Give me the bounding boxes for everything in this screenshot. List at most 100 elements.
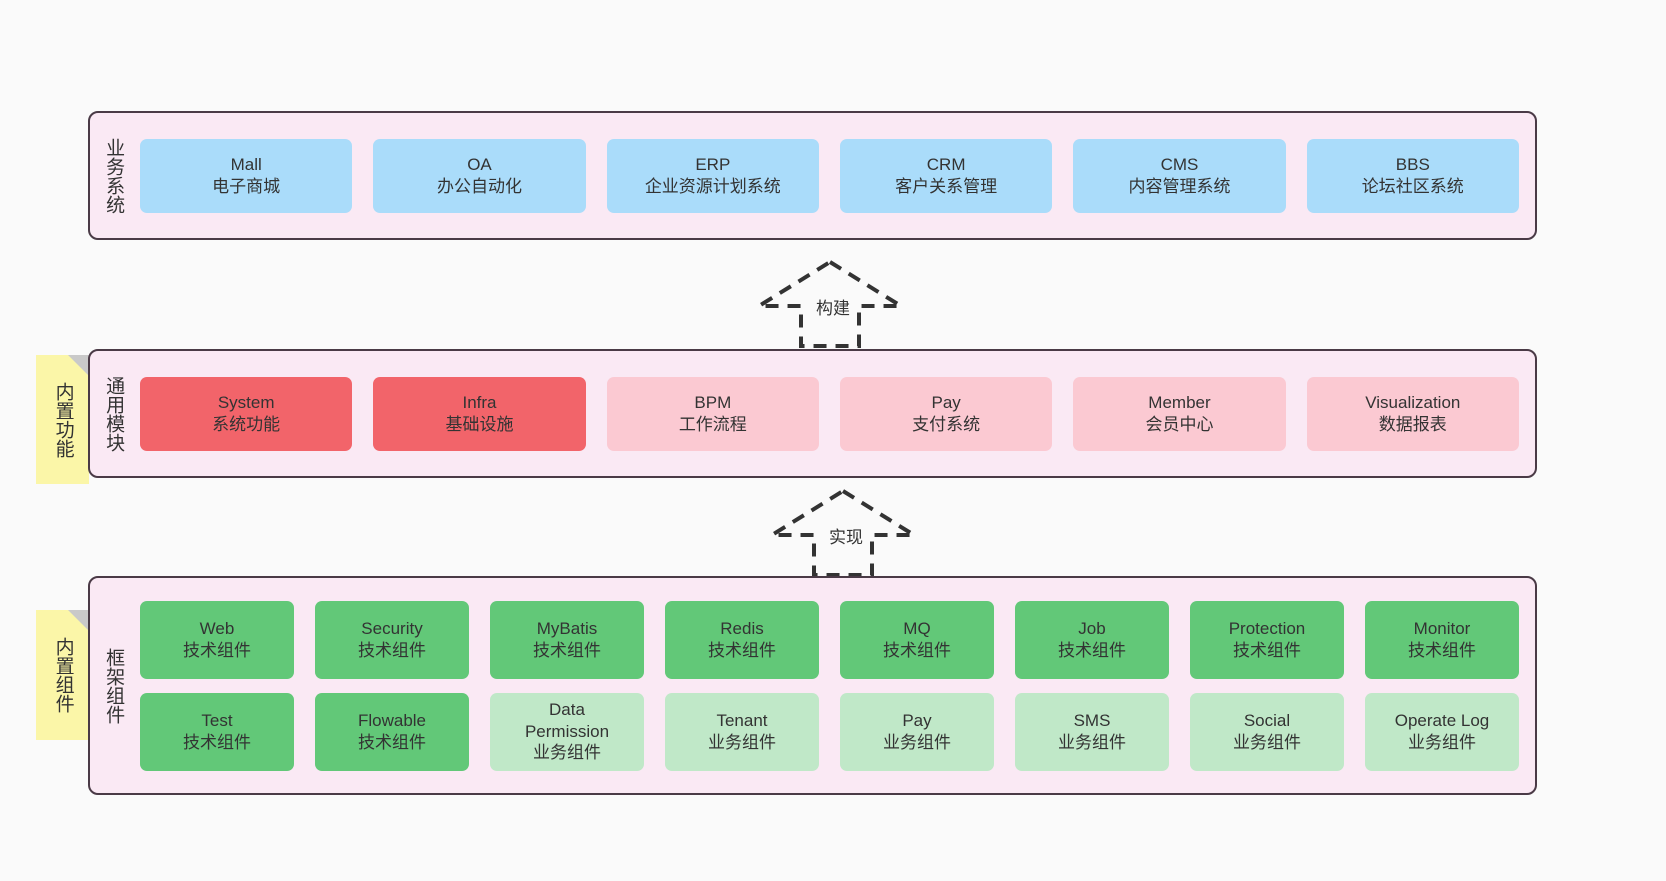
card-system[interactable]: System 系统功能 <box>140 376 353 451</box>
card-title: Mall <box>230 155 262 175</box>
card-erp[interactable]: ERP 企业资源计划系统 <box>606 138 819 213</box>
card-pay-business[interactable]: Pay 业务组件 <box>840 692 994 771</box>
card-row: Test 技术组件 Flowable 技术组件 Data Permission … <box>140 692 1519 771</box>
card-subtitle: 企业资源计划系统 <box>644 176 781 196</box>
card-subtitle: 技术组件 <box>183 732 251 752</box>
fold-corner-icon <box>68 610 89 631</box>
card-subtitle: 技术组件 <box>1408 640 1476 660</box>
card-title: Infra <box>462 393 497 413</box>
card-title: Web <box>199 619 235 639</box>
layer-common-modules: 通用模块 System 系统功能 Infra 基础设施 BPM 工作流程 Pay… <box>88 349 1537 478</box>
card-member[interactable]: Member 会员中心 <box>1073 376 1286 451</box>
note-builtin-features: 内置功能 <box>36 355 89 484</box>
card-subtitle: 数据报表 <box>1378 414 1447 434</box>
card-subtitle: 会员中心 <box>1145 414 1214 434</box>
layer-title-framework: 框架组件 <box>103 647 125 724</box>
card-mall[interactable]: Mall 电子商城 <box>140 138 353 213</box>
card-row: Web 技术组件 Security 技术组件 MyBatis 技术组件 Redi… <box>140 600 1519 679</box>
connector-build-arrow: 构建 <box>755 258 905 348</box>
layer-title-business: 业务系统 <box>103 137 125 214</box>
card-subtitle: 业务组件 <box>533 743 601 763</box>
card-title: Monitor <box>1413 619 1471 639</box>
card-subtitle: 支付系统 <box>912 414 981 434</box>
card-subtitle: 技术组件 <box>708 640 776 660</box>
card-bbs[interactable]: BBS 论坛社区系统 <box>1306 138 1519 213</box>
card-tenant[interactable]: Tenant 业务组件 <box>665 692 819 771</box>
card-pay[interactable]: Pay 支付系统 <box>839 376 1053 451</box>
card-title: Security <box>361 619 423 639</box>
card-oa[interactable]: OA 办公自动化 <box>373 138 586 213</box>
card-test[interactable]: Test 技术组件 <box>140 692 294 771</box>
card-title: Social <box>1243 711 1291 731</box>
card-flowable[interactable]: Flowable 技术组件 <box>315 692 469 771</box>
card-subtitle: 基础设施 <box>445 414 514 434</box>
card-title: Visualization <box>1365 393 1461 413</box>
card-subtitle: 内容管理系统 <box>1128 176 1231 196</box>
card-redis[interactable]: Redis 技术组件 <box>665 600 819 679</box>
card-subtitle: 技术组件 <box>183 640 251 660</box>
layer-body-common: System 系统功能 Infra 基础设施 BPM 工作流程 Pay 支付系统… <box>136 351 1535 476</box>
card-title: MQ <box>903 619 931 639</box>
card-monitor[interactable]: Monitor 技术组件 <box>1365 600 1519 679</box>
card-subtitle: 业务组件 <box>1058 732 1126 752</box>
card-title: BBS <box>1395 155 1430 175</box>
card-infra[interactable]: Infra 基础设施 <box>373 376 586 451</box>
card-protection[interactable]: Protection 技术组件 <box>1190 600 1344 679</box>
card-title: OA <box>467 155 492 175</box>
card-title: Member <box>1148 393 1211 413</box>
card-operate-log[interactable]: Operate Log 业务组件 <box>1365 692 1519 771</box>
layer-title-common: 通用模块 <box>103 375 125 452</box>
card-title: Operate Log <box>1394 711 1490 731</box>
card-subtitle: 论坛社区系统 <box>1361 176 1464 196</box>
note-builtin-components: 内置组件 <box>36 610 89 740</box>
card-job[interactable]: Job 技术组件 <box>1015 600 1169 679</box>
card-title: Flowable <box>357 711 427 731</box>
card-data-permission[interactable]: Data Permission 业务组件 <box>490 692 644 771</box>
note-label: 内置组件 <box>52 637 74 713</box>
layer-framework-components: 框架组件 Web 技术组件 Security 技术组件 MyBatis 技术组件… <box>88 576 1537 795</box>
connector-implement-arrow: 实现 <box>768 487 918 577</box>
card-subtitle: 业务组件 <box>708 732 776 752</box>
card-title: System <box>217 393 275 413</box>
card-subtitle: 技术组件 <box>533 640 601 660</box>
connector-implement-label: 实现 <box>827 523 865 548</box>
card-mq[interactable]: MQ 技术组件 <box>840 600 994 679</box>
card-subtitle: 客户关系管理 <box>895 176 998 196</box>
card-subtitle: 办公自动化 <box>436 176 522 196</box>
card-title: CRM <box>926 155 966 175</box>
card-cms[interactable]: CMS 内容管理系统 <box>1073 138 1286 213</box>
card-title-line2: Permission <box>524 721 610 741</box>
card-title: Data <box>549 700 585 720</box>
card-title: MyBatis <box>536 619 598 639</box>
card-title: Pay <box>902 711 932 731</box>
card-subtitle: 技术组件 <box>358 732 426 752</box>
card-security[interactable]: Security 技术组件 <box>315 600 469 679</box>
connector-build-label: 构建 <box>814 294 852 319</box>
card-social[interactable]: Social 业务组件 <box>1190 692 1344 771</box>
card-title: CMS <box>1160 155 1199 175</box>
card-web[interactable]: Web 技术组件 <box>140 600 294 679</box>
fold-corner-icon <box>68 355 89 376</box>
note-label: 内置功能 <box>52 381 74 458</box>
card-row: System 系统功能 Infra 基础设施 BPM 工作流程 Pay 支付系统… <box>140 376 1519 451</box>
card-subtitle: 系统功能 <box>212 414 281 434</box>
card-subtitle: 技术组件 <box>358 640 426 660</box>
card-mybatis[interactable]: MyBatis 技术组件 <box>490 600 644 679</box>
card-title: ERP <box>695 155 731 175</box>
card-visualization[interactable]: Visualization 数据报表 <box>1306 376 1519 451</box>
card-subtitle: 业务组件 <box>1408 732 1476 752</box>
card-title: BPM <box>694 393 732 413</box>
card-subtitle: 工作流程 <box>678 414 747 434</box>
card-row: Mall 电子商城 OA 办公自动化 ERP 企业资源计划系统 CRM 客户关系… <box>140 138 1519 213</box>
card-crm[interactable]: CRM 客户关系管理 <box>839 138 1053 213</box>
card-title: Job <box>1078 619 1106 639</box>
card-title: Pay <box>931 393 961 413</box>
card-title: Protection <box>1228 619 1306 639</box>
layer-body-framework: Web 技术组件 Security 技术组件 MyBatis 技术组件 Redi… <box>136 578 1535 793</box>
card-sms[interactable]: SMS 业务组件 <box>1015 692 1169 771</box>
card-subtitle: 技术组件 <box>1233 640 1301 660</box>
layer-body-business: Mall 电子商城 OA 办公自动化 ERP 企业资源计划系统 CRM 客户关系… <box>136 113 1535 238</box>
card-bpm[interactable]: BPM 工作流程 <box>606 376 819 451</box>
card-title: Tenant <box>716 711 768 731</box>
